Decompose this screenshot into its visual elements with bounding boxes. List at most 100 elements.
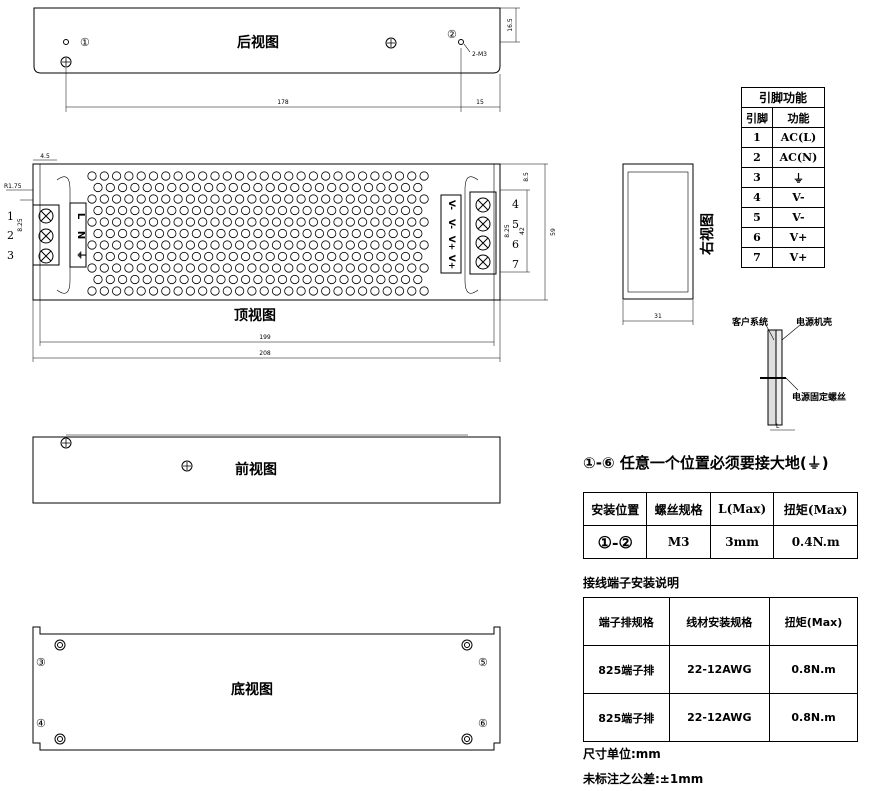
vent-hole: [265, 205, 275, 216]
vent-hole: [154, 182, 165, 193]
vent-hole: [370, 217, 380, 227]
vent-hole: [105, 182, 115, 193]
vent-hole: [130, 228, 140, 239]
vent-hole: [148, 217, 159, 227]
vent-hole: [345, 263, 355, 273]
vent-hole: [413, 251, 423, 262]
vent-hole: [284, 194, 294, 204]
vent-hole: [277, 228, 288, 239]
vent-hole: [376, 251, 386, 262]
vent-hole: [400, 274, 411, 285]
unit-note: 尺寸单位:mm: [583, 747, 661, 761]
vent-hole: [308, 286, 318, 296]
terminal-screw-cross: [477, 256, 489, 268]
vent-hole: [247, 194, 257, 204]
vent-hole: [161, 194, 171, 204]
bottom-view-label: 底视图: [231, 681, 273, 698]
vent-hole: [118, 228, 128, 239]
vent-hole: [87, 263, 97, 273]
vent-hole: [351, 228, 361, 239]
vent-hole: [357, 263, 368, 273]
terminal-torque-cell: 0.8N.m: [769, 645, 858, 694]
function-cell: V-: [771, 207, 826, 228]
pin-table-title: 引脚功能: [741, 87, 825, 108]
vent-hole: [419, 171, 429, 181]
vent-hole: [345, 194, 355, 204]
vent-hole: [112, 263, 122, 273]
inner-height-dim: 42: [519, 227, 526, 235]
vent-hole: [407, 240, 417, 250]
vent-hole: [333, 194, 343, 204]
pin-6-label: 6: [512, 238, 519, 251]
vent-hole: [154, 274, 165, 285]
vent-hole: [265, 182, 275, 193]
terminal-screw-cross: [477, 199, 489, 211]
vent-hole: [93, 274, 103, 285]
vent-hole: [388, 251, 398, 262]
vent-hole: [130, 205, 140, 216]
vent-hole: [210, 263, 220, 273]
function-cell: V+: [771, 247, 826, 268]
vent-hole: [314, 182, 324, 193]
pin-1-label: 1: [7, 210, 14, 223]
vent-hole: [198, 286, 208, 296]
vent-hole: [167, 274, 177, 285]
vent-hole: [185, 263, 195, 273]
right-view-label: 右视图: [699, 213, 716, 256]
vent-hole: [99, 240, 109, 250]
vent-hole: [370, 263, 380, 273]
vent-hole: [253, 274, 263, 285]
vent-hole: [210, 240, 220, 250]
vent-hole: [407, 263, 417, 273]
vent-hole: [222, 194, 232, 204]
vent-hole: [87, 171, 97, 181]
screw-length-cell: 3mm: [709, 525, 775, 559]
pin-cell: 1: [741, 127, 773, 148]
pin-cell: 4: [741, 187, 773, 208]
vent-hole: [345, 240, 355, 250]
front-view-outline: [32, 436, 501, 504]
vent-hole: [216, 182, 226, 193]
pin-3-label: 3: [7, 249, 14, 262]
vent-hole: [259, 171, 269, 181]
vent-hole: [179, 274, 189, 285]
vent-hole: [394, 194, 405, 204]
vent-hole: [235, 171, 245, 181]
vent-hole: [130, 251, 140, 262]
vent-hole: [388, 228, 398, 239]
rear-marker-1: ①: [80, 36, 90, 49]
vent-hole: [216, 251, 226, 262]
vent-hole: [191, 251, 201, 262]
vent-hole: [376, 182, 386, 193]
vent-hole: [99, 286, 109, 296]
vent-hole: [351, 274, 361, 285]
vent-hole: [179, 205, 189, 216]
terminal-screw: [38, 248, 54, 264]
rear-screw-1: [60, 56, 72, 68]
vent-hole: [302, 228, 312, 239]
vent-hole: [363, 228, 374, 239]
vent-hole: [136, 263, 146, 273]
vent-hole: [314, 274, 324, 285]
tolerance-note: 未标注之公差:±1mm: [583, 772, 704, 786]
vent-hole: [167, 251, 177, 262]
vent-hole: [277, 205, 288, 216]
vent-hole: [235, 194, 245, 204]
vent-hole: [216, 274, 226, 285]
vent-hole: [247, 171, 257, 181]
vent-hole: [198, 171, 208, 181]
vent-hole: [308, 263, 318, 273]
vent-hole: [400, 182, 411, 193]
vent-hole: [321, 217, 331, 227]
pin-cell: 2: [741, 147, 773, 168]
terminal-ground-label: ⏚: [75, 250, 87, 260]
top-view-label: 顶视图: [234, 307, 276, 324]
vent-hole: [93, 251, 103, 262]
bottom-marker-4: ④: [36, 717, 46, 730]
bottom-hole-5: [461, 639, 473, 651]
vent-hole: [370, 240, 380, 250]
bottom-hole-3: [54, 639, 66, 651]
vent-hole: [185, 240, 195, 250]
